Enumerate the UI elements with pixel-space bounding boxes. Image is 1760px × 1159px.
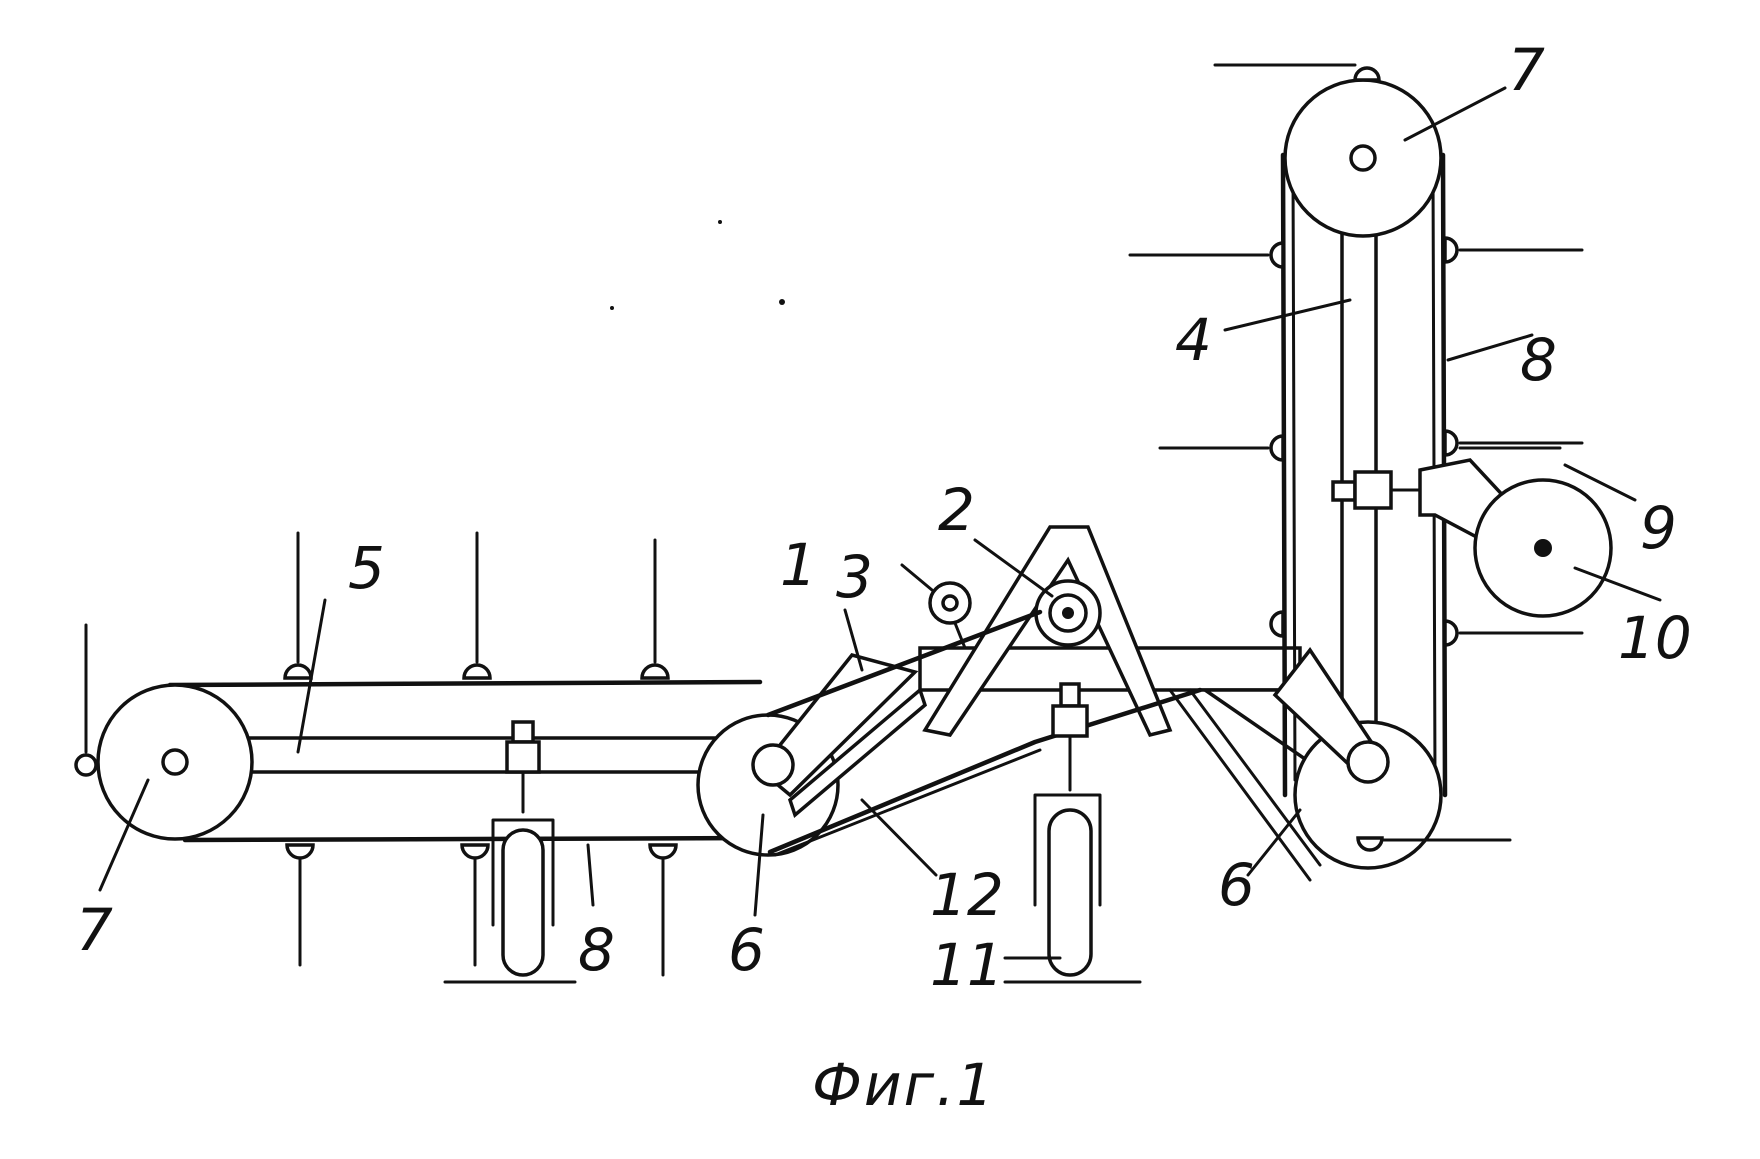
drive-belt-12-top (765, 609, 1043, 718)
reference-labels: 1 2 3 4 5 6 6 7 7 8 8 9 10 11 12 (76, 36, 1692, 999)
label-7-right: 7 (1508, 36, 1545, 104)
label-11: 11 (930, 931, 1004, 999)
tines-top-left (283, 531, 670, 680)
drive-belt-12 (767, 687, 1203, 855)
support-wheel-11 (1003, 682, 1142, 984)
right-conveyor (1128, 63, 1613, 870)
label-2: 2 (938, 476, 975, 544)
gauge-wheel-assembly (1331, 446, 1613, 618)
label-6-left: 6 (728, 916, 765, 984)
end-pulley-7-axle (161, 748, 189, 776)
label-4: 4 (1175, 306, 1212, 374)
left-conveyor (74, 531, 840, 984)
label-7-left: 7 (76, 896, 113, 964)
pivot-right (1346, 740, 1390, 784)
label-12: 12 (930, 861, 1004, 929)
belt-top-left (167, 679, 763, 688)
leader-lines (98, 86, 1662, 960)
label-9: 9 (1640, 494, 1677, 562)
label-1: 1 (780, 531, 817, 599)
label-10: 10 (1618, 604, 1692, 672)
label-8-right: 8 (1520, 326, 1557, 394)
pivot-left (751, 743, 795, 787)
label-6-right: 6 (1218, 851, 1255, 919)
belt-bottom-left (182, 835, 773, 843)
tines-bottom-left (285, 843, 678, 977)
hitch-triangle (922, 525, 1173, 738)
figure-caption: Фиг.1 (812, 1051, 995, 1119)
support-wheel-left (443, 720, 577, 984)
label-8-left: 8 (578, 916, 615, 984)
pulley-6-right (1293, 720, 1443, 870)
label-5: 5 (348, 534, 385, 602)
tines-right (1128, 63, 1584, 852)
label-3: 3 (836, 543, 873, 611)
